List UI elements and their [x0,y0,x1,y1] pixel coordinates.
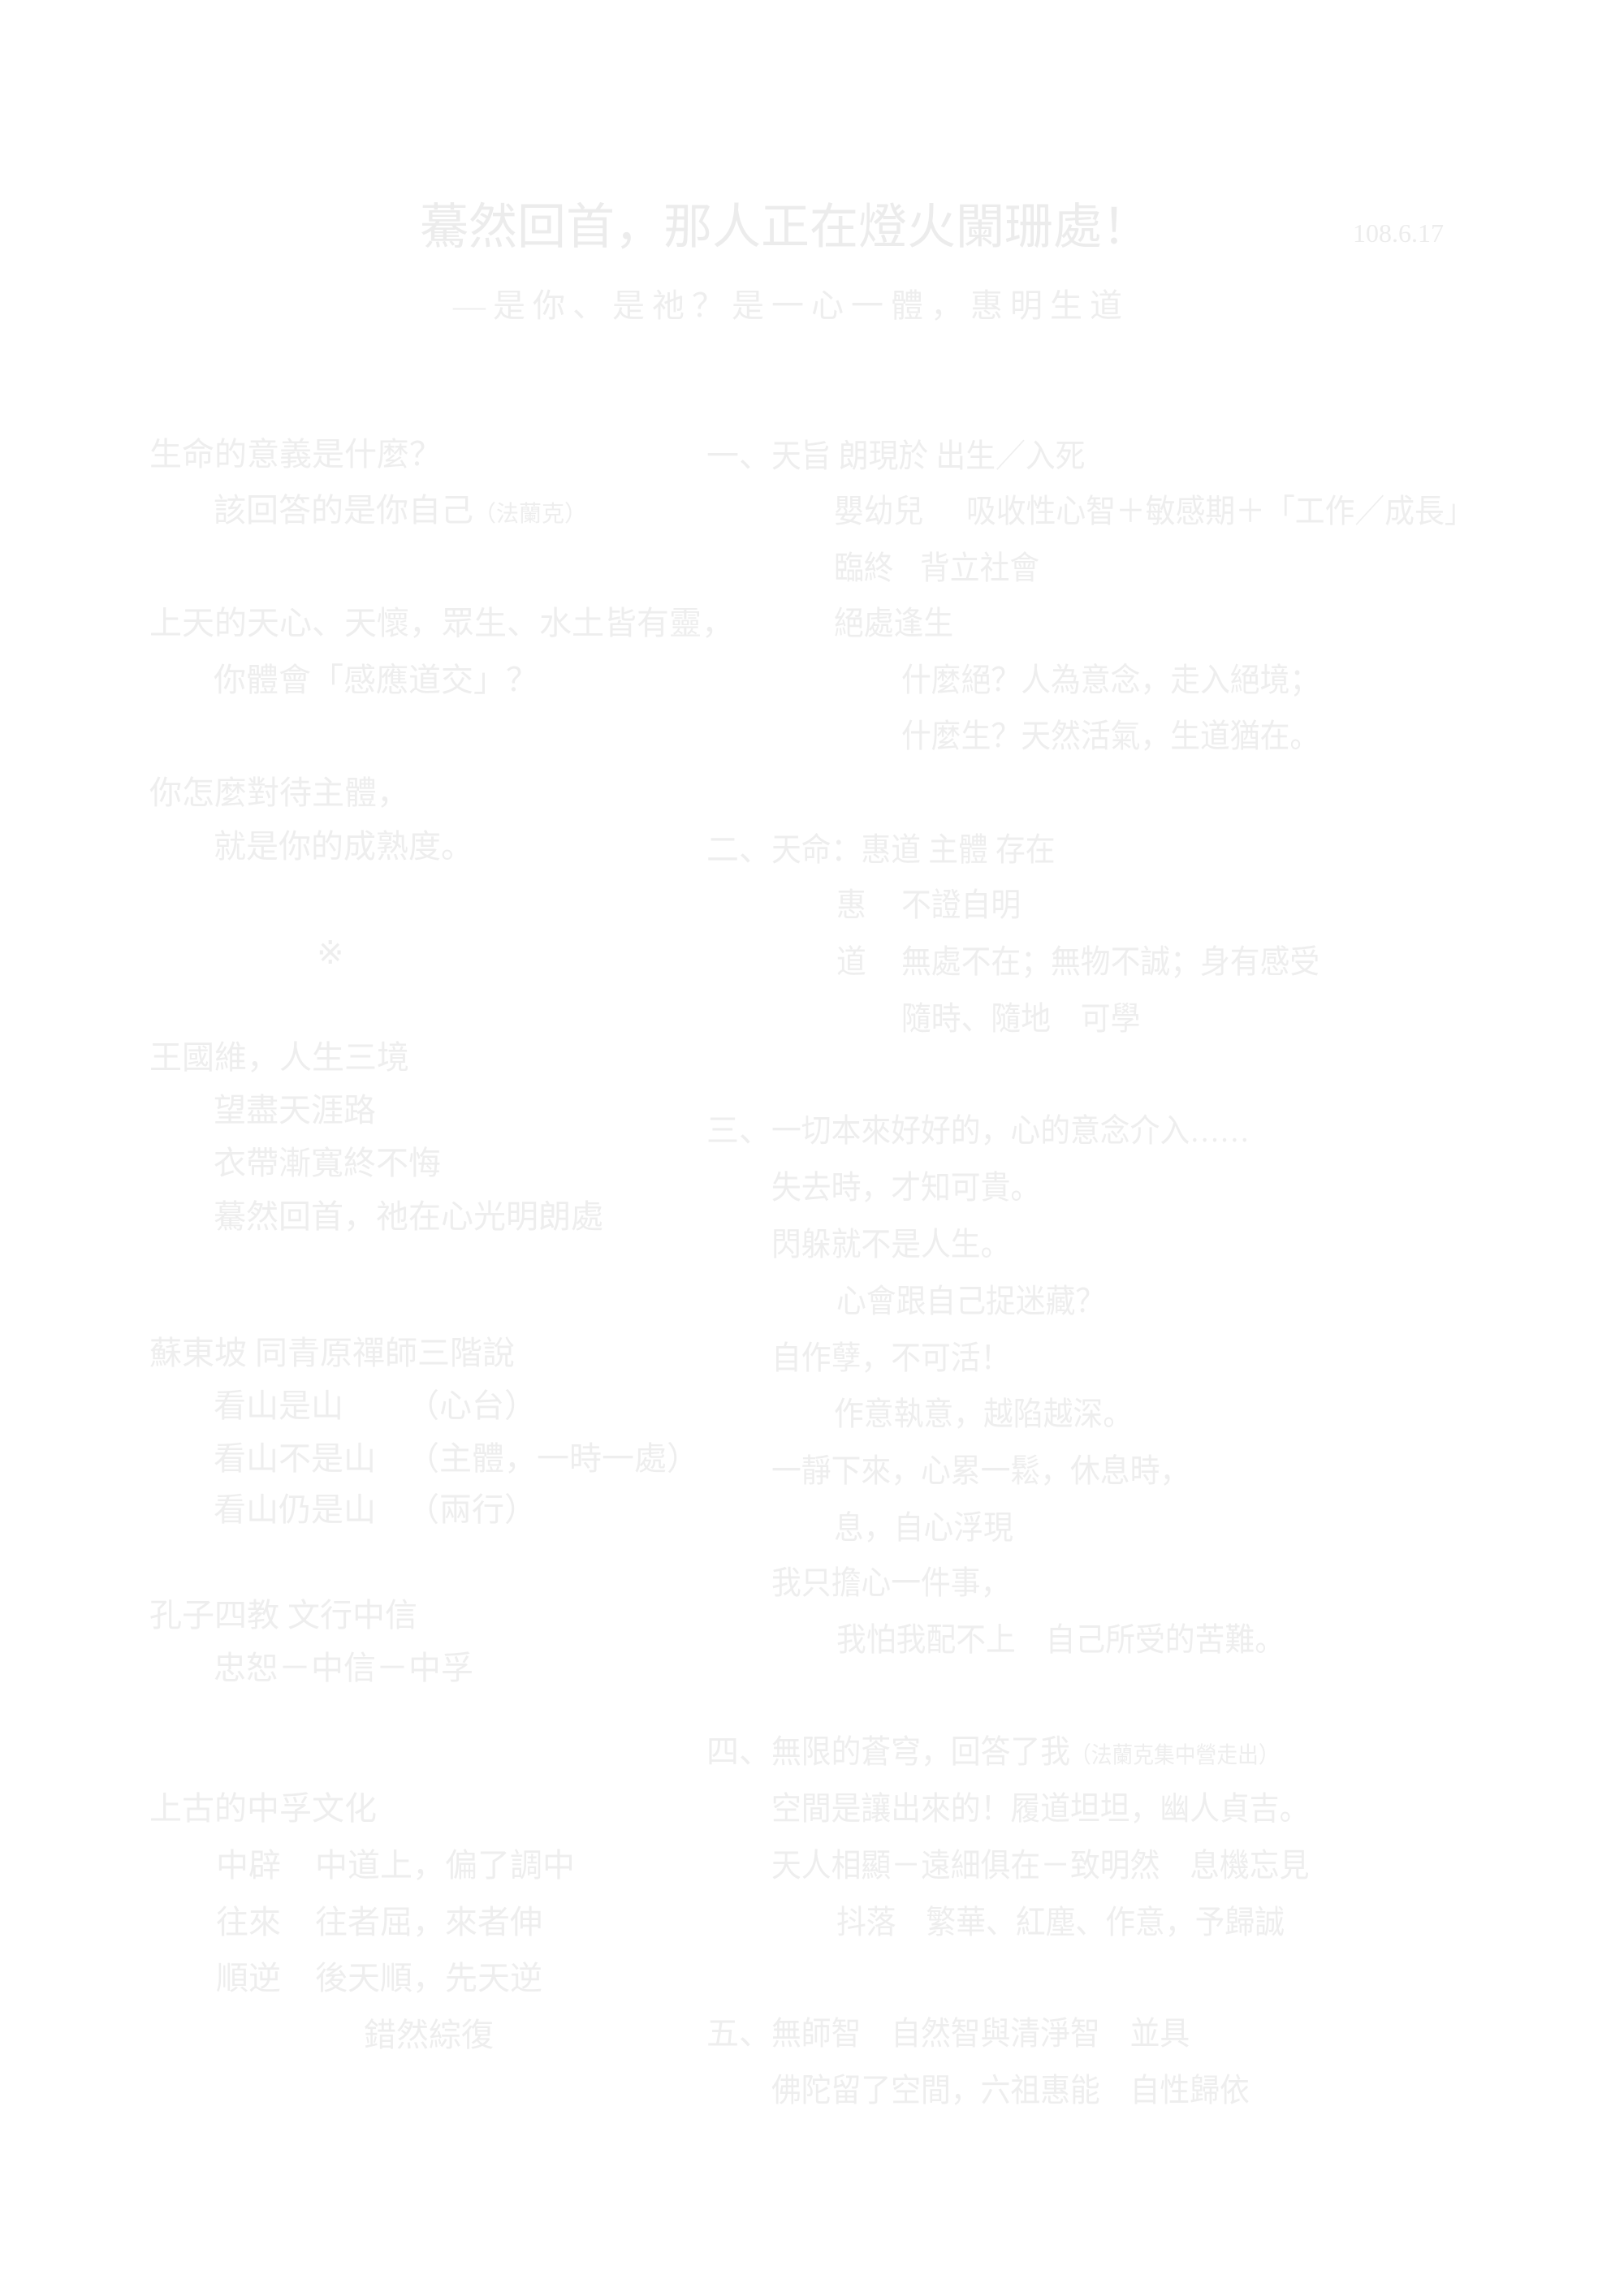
term-desc: 背立社會 [920,550,1040,586]
note: （主體，一時一處） [407,1440,699,1477]
list-item: 作意執意，越陷越深。 [834,1396,1133,1432]
list-item: 望盡天涯路 [214,1092,376,1129]
list-item: 心會跟自己捉迷藏？ [836,1283,1106,1319]
list-item: 絕處逢生 [834,605,954,641]
term-desc: 無處不在；無物不誠；身有感受 [901,943,1320,980]
section-heading: 上古的中孚文化 [149,1790,377,1827]
list-item: 一靜下來，心累一鬆，休息時， [771,1452,1190,1489]
question: 上天的天心、天懷，眾生、水土皆有靈， [149,605,734,641]
term-desc: 吸收性心智＋敏感期＋「工作／成長」 [966,493,1475,529]
section-heading: 孔子四教 文行中信 [149,1597,417,1634]
page-title: 驀然回首，那人正在燈火闌珊處！ [420,201,1151,254]
term-desc: 中道上，偏了調中 [315,1847,575,1884]
list-item: 空間是讓出來的！履道坦坦，幽人貞吉。 [771,1790,1310,1827]
term: 道 [836,943,866,980]
section-number: 三、 [706,1112,771,1149]
note: （法蘭克集中營走出） [1070,1743,1280,1768]
term-desc: 往者屈，來者伸 [315,1904,542,1940]
list-item: 閃躲就不是人生。 [771,1226,1011,1262]
date: 108.6.17 [1353,218,1444,248]
term-desc: 不證自明 [901,887,1021,923]
note: （法蘭克） [473,502,588,527]
list-item: 看山仍是山 [214,1491,376,1528]
closing-phrase: 錯然綜復 [364,2017,494,2053]
term: 往來 [216,1904,281,1940]
section-heading: 天旨 朗現於 出生／入死 [771,438,1086,474]
term: 臨終 [834,550,894,586]
list-item: 忠恕－中信－中孚 [214,1650,473,1686]
section-number: 五、 [706,2015,771,2052]
list-item: 什麼絕？人為意念，走入絕境； [901,662,1320,698]
note: （兩行） [407,1491,537,1528]
list-item: 抖落 繁華、紅塵、作意，予歸誠 [836,1904,1285,1940]
list-item: 看山不是山 [214,1440,376,1477]
list-item: 衣帶漸寬終不悔 [214,1145,441,1181]
answer-text: 該回答的是你自己 [214,492,473,529]
section-heading: 天命：惠道 主體 存在 [771,831,1056,868]
sub-line: 就是你的成熟度。 [214,828,473,865]
list-item: 天人相顯－遠細俱在－致明然 息機忘見 [771,1847,1310,1884]
section-heading: 無限的蒼穹，回答了我（法蘭克集中營走出） [771,1736,1280,1768]
question: 生命的意義是什麼？ [149,436,442,473]
section-heading: 一切本來好好的，心的意念介入…… [771,1112,1250,1149]
term: 惠 [836,887,866,923]
reference-mark: ※ [317,934,344,971]
section-heading: 無師智 自然智與清淨智 並具 [771,2015,1190,2052]
list-item: 佛陀留了空間，六祖惠能 自性歸依 [771,2072,1250,2108]
section-heading: 蘇東坡 同青原禪師三階說 [149,1335,515,1371]
list-item: 什麼生？天然活氣，生道猶在。 [901,718,1320,754]
answer-line: 該回答的是你自己（法蘭克） [214,494,587,527]
list-item: 看山是山 [214,1388,343,1424]
section-number: 四、 [706,1733,771,1770]
list-item: 驀然回首，祂在心光明朗處 [214,1198,603,1235]
term: 中辟 [216,1847,281,1884]
term: 順逆 [216,1960,281,1996]
term: 嬰幼兒 [834,493,924,529]
question: 你怎麼對待主體， [149,775,409,811]
sub-line: 你體會「感應道交」？ [214,662,538,698]
subtitle: —是你、是祂？是一心一體，惠明生道 [453,287,1129,324]
section-number: 一、 [706,438,771,474]
section-heading: 王國維，人生三境 [149,1039,409,1076]
list-item: 失去時，才知可貴。 [771,1169,1041,1206]
section-number: 二、 [706,831,771,868]
list-item: 我只擔心一件事， [771,1564,1011,1601]
heading-text: 無限的蒼穹，回答了我 [771,1733,1070,1770]
note: （心台） [407,1388,537,1424]
list-item: 隨時、隨地 可學 [901,1000,1141,1037]
list-item: 息，自心浮現 [834,1509,1013,1546]
list-item: 自作孽，不可活！ [771,1340,1011,1376]
term-desc: 後天順，先天逆 [315,1960,542,1996]
list-item: 我怕我配不上 自己所受的苦難。 [836,1621,1285,1658]
